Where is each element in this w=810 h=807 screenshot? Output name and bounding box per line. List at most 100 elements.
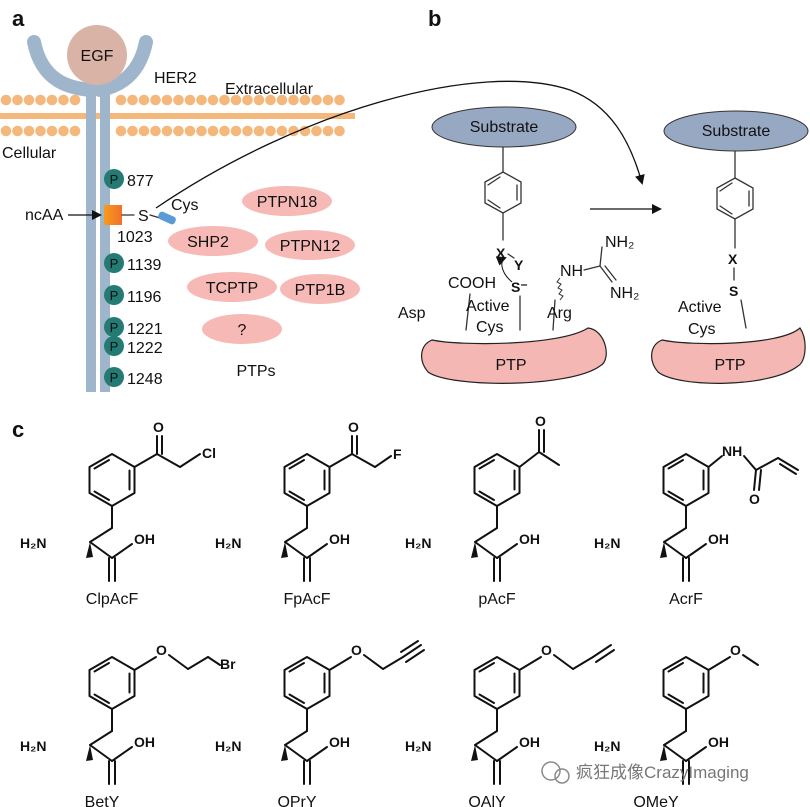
svg-text:O: O — [153, 419, 164, 435]
molecule-pacf: H₂N OH O pAcF — [405, 413, 560, 608]
attack-arrow — [495, 256, 513, 283]
cell-membrane — [0, 94, 355, 137]
molecule-name: BetY — [85, 794, 120, 807]
molecule-oaly: H₂N OH O OAlY — [405, 642, 615, 807]
cellular-label: Cellular — [2, 145, 57, 162]
svg-text:O: O — [541, 642, 552, 658]
svg-text:O: O — [730, 642, 741, 658]
cys-label-product: Cys — [688, 321, 716, 338]
svg-text:1196: 1196 — [127, 289, 162, 306]
molecule-omey: H₂N OH O OMeY — [594, 642, 759, 807]
svg-text:?: ? — [238, 322, 247, 339]
svg-text:OH: OH — [708, 531, 729, 547]
ptp-ptp1b: PTP1B — [280, 274, 360, 304]
svg-text:P: P — [110, 172, 119, 187]
molecule-name: ClpAcF — [86, 591, 139, 608]
ptps-title: PTPs — [236, 363, 275, 380]
arg-nh2-top: NH₂ — [605, 234, 634, 251]
cys-label: Cys — [171, 197, 199, 214]
svg-text:OH: OH — [708, 734, 729, 750]
thioether-s: S — [138, 208, 149, 225]
svg-text:P: P — [110, 256, 119, 271]
svg-text:P: P — [110, 370, 119, 385]
ncaa-label: ncAA — [25, 207, 64, 224]
svg-text:PTPN12: PTPN12 — [280, 238, 341, 255]
svg-text:P: P — [110, 339, 119, 354]
svg-text:OH: OH — [329, 531, 350, 547]
molecule-name: OMeY — [633, 794, 679, 807]
svg-text:O: O — [351, 642, 362, 658]
svg-text:1139: 1139 — [127, 257, 162, 274]
svg-text:OH: OH — [519, 734, 540, 750]
watermark: 疯狂成像CrazyImaging — [541, 761, 749, 784]
svg-text:Br: Br — [220, 656, 236, 672]
svg-text:F: F — [393, 446, 402, 462]
molecule-opry: H₂N OH O OPrY — [215, 640, 425, 807]
svg-text:H₂N: H₂N — [405, 535, 431, 551]
svg-text:O: O — [535, 413, 546, 429]
svg-text:P: P — [110, 288, 119, 303]
cys-label-initial: Cys — [476, 319, 504, 336]
svg-text:Substrate: Substrate — [702, 123, 771, 140]
svg-text:1248: 1248 — [127, 371, 163, 388]
ptp-unknown: ? — [202, 314, 282, 344]
ptp-ptpn12: PTPN12 — [265, 230, 355, 260]
svg-text:Substrate: Substrate — [470, 119, 539, 136]
active-label-initial: Active — [466, 298, 510, 315]
site-label-1023: 1023 — [117, 229, 153, 246]
substrate-ring-initial — [484, 171, 522, 214]
egf-label: EGF — [81, 48, 114, 65]
svg-text:P: P — [110, 320, 119, 335]
leaving-group-y: Y — [514, 257, 524, 273]
svg-text:H₂N: H₂N — [594, 535, 620, 551]
product-s: S — [729, 283, 738, 299]
svg-text:H₂N: H₂N — [20, 738, 46, 754]
svg-text:PTP: PTP — [495, 357, 526, 374]
molecule-name: AcrF — [669, 591, 703, 608]
svg-text:H₂N: H₂N — [20, 535, 46, 551]
svg-text:OH: OH — [134, 531, 155, 547]
panel-link-arrow — [155, 80, 645, 209]
site-label: 877 — [127, 173, 154, 190]
phospho-site-1196: P 1196 — [104, 285, 162, 306]
extracellular-label: Extracellular — [225, 81, 314, 98]
svg-text:TCPTP: TCPTP — [206, 280, 258, 297]
svg-text:疯狂成像CrazyImaging: 疯狂成像CrazyImaging — [576, 763, 749, 782]
arg-label: Arg — [547, 305, 572, 322]
thiolate-s: S⁻ — [511, 279, 528, 295]
svg-text:PTP: PTP — [714, 357, 745, 374]
egf-ligand — [67, 25, 127, 85]
svg-text:PTP1B: PTP1B — [295, 282, 346, 299]
her2-receptor — [27, 35, 153, 392]
active-label-product: Active — [678, 299, 722, 316]
arg-nh: NH — [560, 263, 583, 280]
ptp-enzyme-product: PTP — [651, 327, 806, 384]
svg-text:PTPN18: PTPN18 — [257, 194, 318, 211]
ptp-shp2: SHP2 — [168, 226, 258, 256]
phospho-site-1139: P 1139 — [104, 253, 162, 274]
svg-text:H₂N: H₂N — [215, 738, 241, 754]
molecule-name: FpAcF — [283, 591, 330, 608]
substrate-ring-product — [716, 177, 754, 220]
product-x: X — [728, 251, 738, 267]
molecule-acrf: H₂N OH NH O AcrF — [594, 443, 799, 608]
asp-cooh: COOH — [448, 275, 496, 292]
asp-label: Asp — [398, 305, 426, 322]
svg-text:H₂N: H₂N — [405, 738, 431, 754]
cys-linker — [158, 211, 176, 225]
molecule-clpacf: H₂N OH O Cl ClpAcF — [20, 419, 216, 608]
svg-text:1221: 1221 — [127, 321, 163, 338]
leaving-group-x: X — [496, 245, 506, 261]
svg-text:OH: OH — [134, 734, 155, 750]
ptp-enzyme-initial: PTP — [421, 327, 607, 384]
svg-text:H₂N: H₂N — [215, 535, 241, 551]
phospho-site-1248: P 1248 — [104, 367, 163, 388]
phospho-site-1222: P 1222 — [104, 336, 163, 357]
svg-text:O: O — [749, 491, 760, 507]
panel-label-a: a — [12, 6, 25, 31]
molecule-name: OPrY — [277, 794, 316, 807]
panel-label-c: c — [12, 417, 24, 442]
svg-text:NH: NH — [722, 443, 742, 459]
molecule-bety: H₂N OH O Br BetY — [20, 642, 236, 807]
